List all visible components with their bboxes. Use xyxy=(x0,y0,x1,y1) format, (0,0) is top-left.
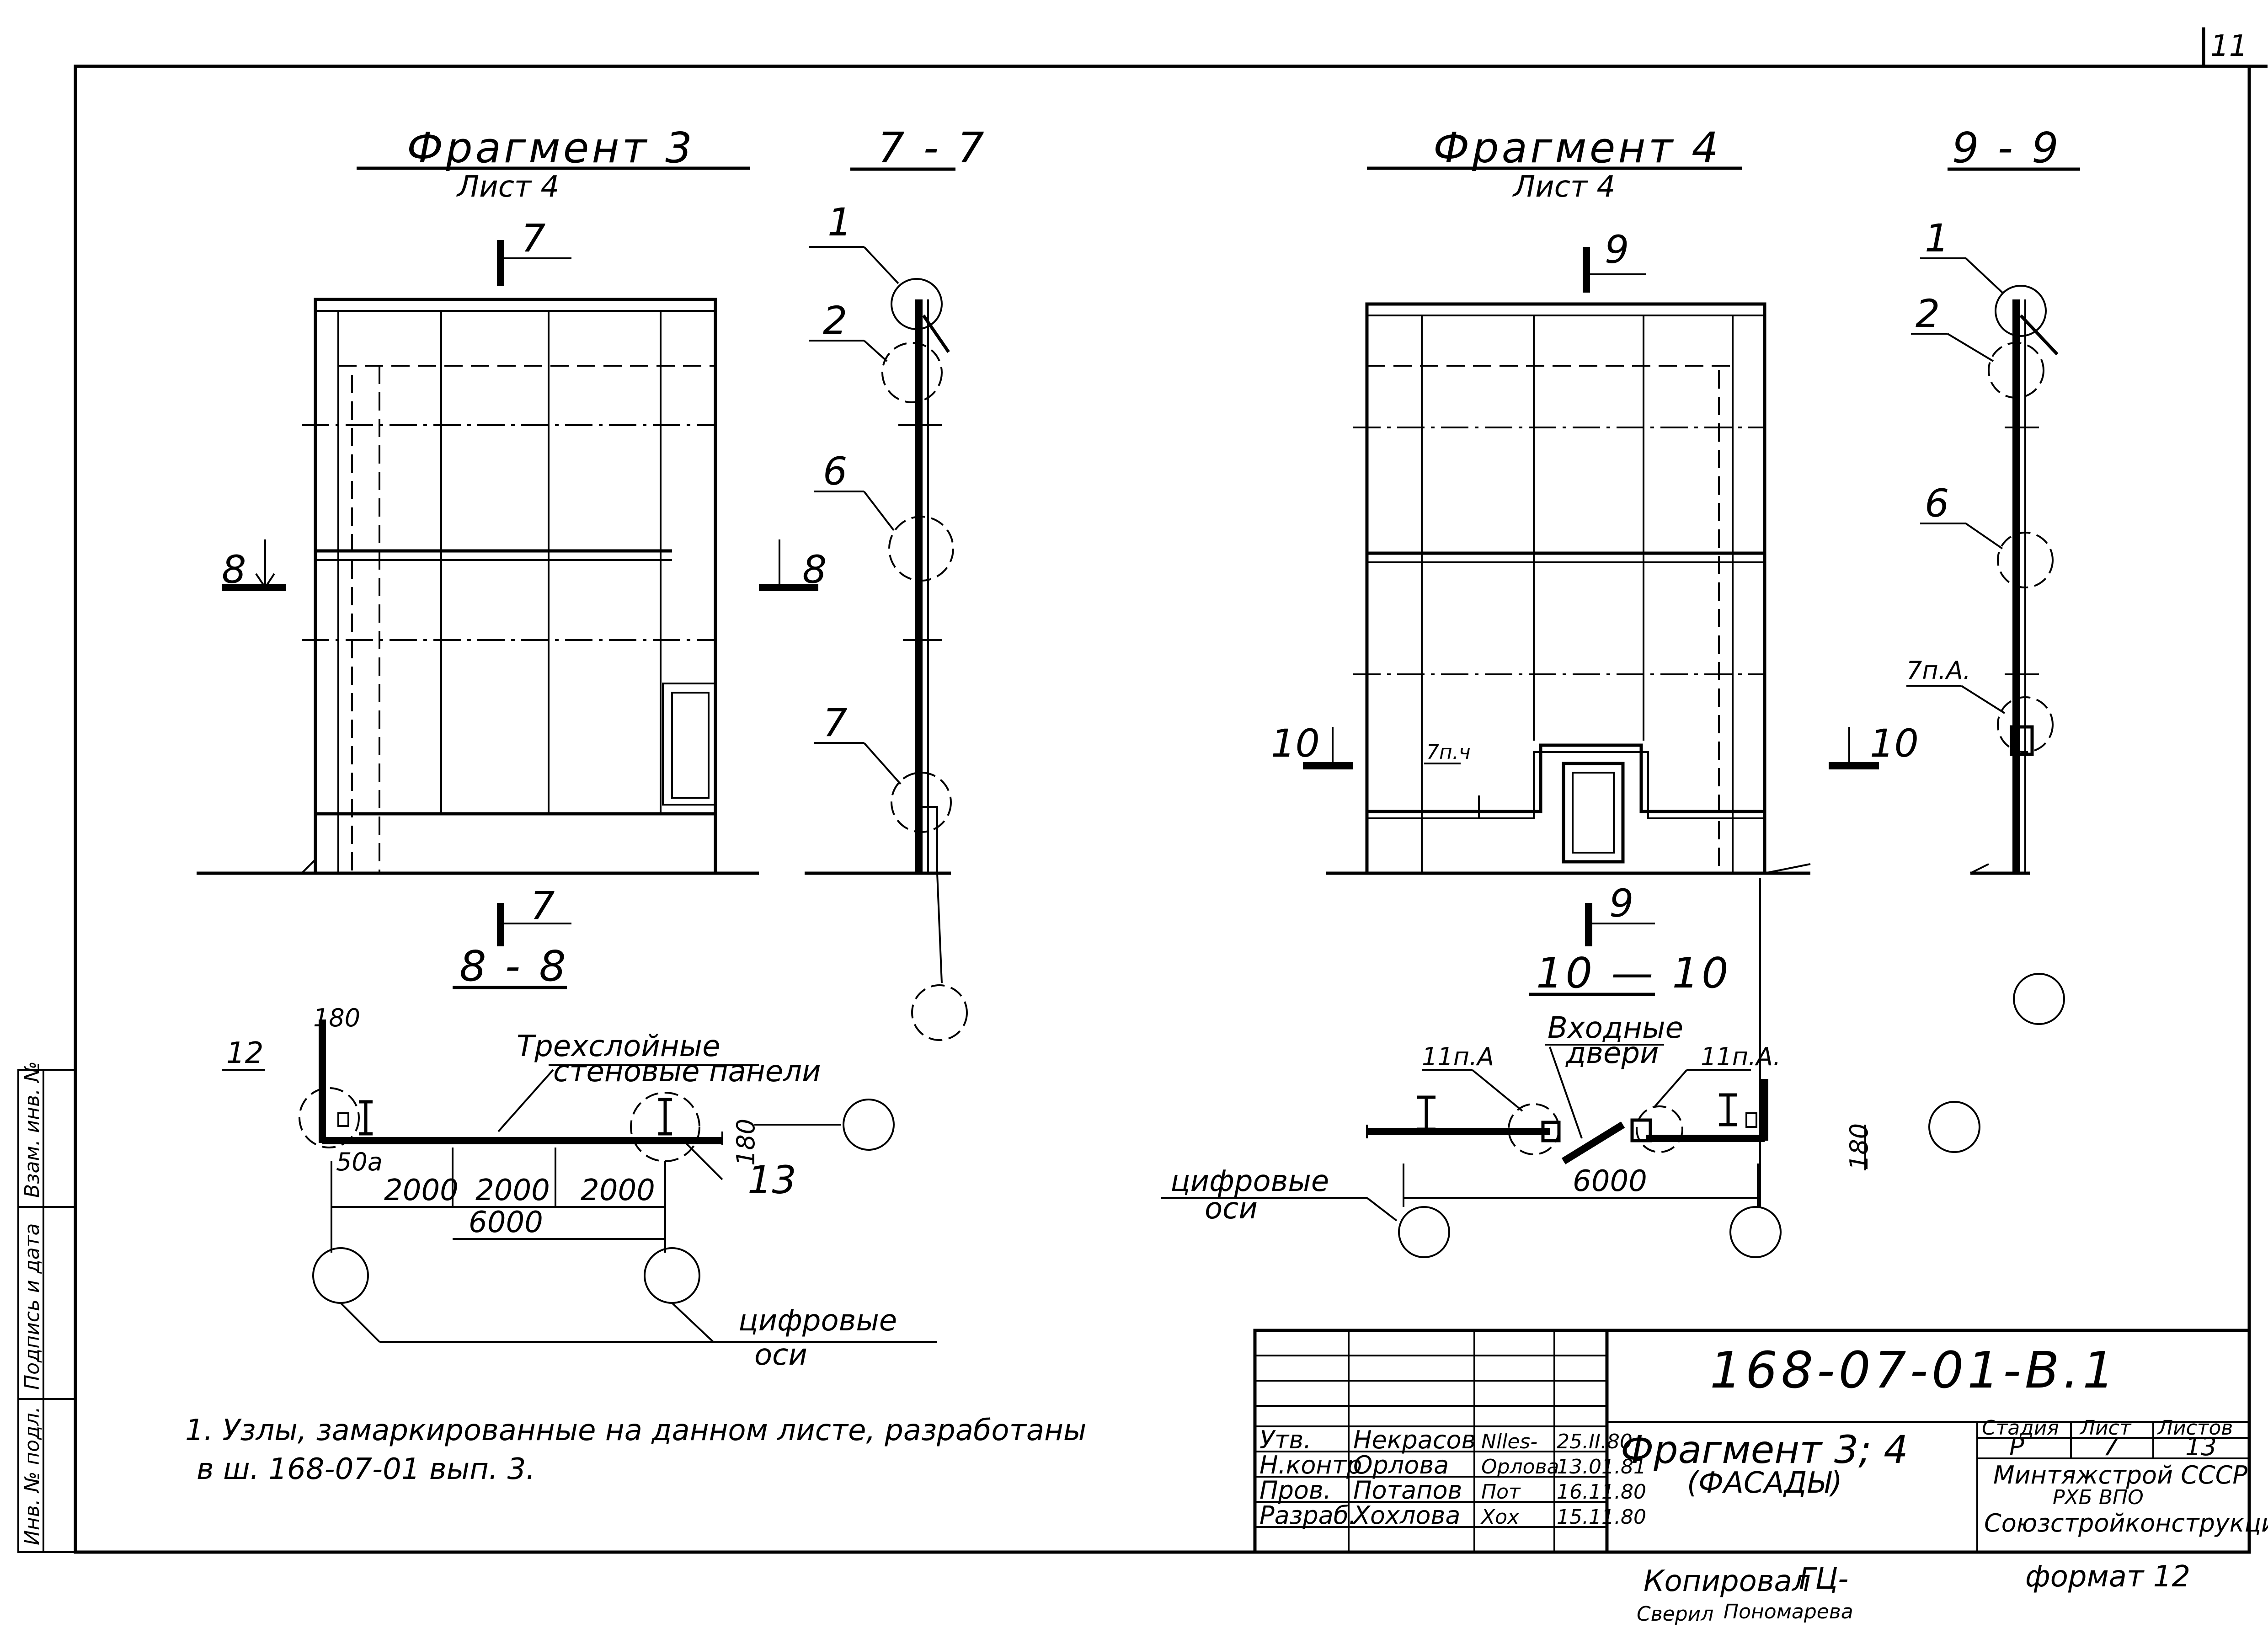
fragment4-axes-note-1: цифровые xyxy=(1170,1164,1329,1198)
fragment3-subtitle: Лист 4 xyxy=(456,170,559,204)
fragment3-axes-note-1: цифровые xyxy=(738,1304,897,1338)
title-block-drawing-title-1: Фрагмент 3; 4 xyxy=(1621,1427,1908,1472)
fragment4-callout-7pa: 7п.А. xyxy=(1906,656,1971,685)
fragment3-dim-50a: 50а xyxy=(336,1148,383,1176)
signer-date-1: 25.II.80 xyxy=(1557,1430,1633,1453)
fragment4-side-right: 10 xyxy=(1870,721,1919,766)
fragment4-facade: 7п.ч xyxy=(1326,302,1811,875)
fragment3-dim-180-top: 180 xyxy=(313,1003,360,1032)
fragment4-facade-note: 7п.ч xyxy=(1426,741,1471,764)
title-block-stage: Р xyxy=(2009,1432,2024,1461)
fragment4-plan-label: 10 — 10 xyxy=(1536,949,1731,998)
signer-name-2: Орлова xyxy=(1353,1451,1449,1479)
fragment3-dim-6000: 6000 xyxy=(469,1206,543,1239)
title-block-sheet: 7 xyxy=(2103,1432,2119,1461)
title-block-sheets-header: Листов xyxy=(2157,1416,2233,1440)
sheet-number: 11 xyxy=(2210,29,2247,63)
title-block-stage-header: Стадия xyxy=(1982,1416,2059,1440)
fragment3-facade xyxy=(197,298,759,875)
fragment4-section-view: 1 2 6 7п.А. xyxy=(1906,216,2065,1025)
signer-name-1: Некрасов xyxy=(1353,1425,1476,1454)
signer-sign-1: Nlles- xyxy=(1481,1430,1537,1453)
title-block: 168-07-01-В.1 Фрагмент 3; 4 (ФАСАДЫ) Ста… xyxy=(1253,1329,2268,1554)
fragment3-dim-2000-2: 2000 xyxy=(475,1174,550,1207)
sheet-frame xyxy=(74,64,2251,1554)
fragment4-cut-top: 9 xyxy=(1605,227,1629,272)
signer-date-4: 15.11.80 xyxy=(1557,1505,1646,1529)
signer-date-3: 16.11.80 xyxy=(1557,1480,1646,1504)
fragment4-cut-bottom: 9 xyxy=(1609,881,1633,926)
fragment4-node-left: 11п.А xyxy=(1422,1042,1494,1071)
title-block-sheets: 13 xyxy=(2185,1432,2217,1461)
fragment3-axis-12: 12 xyxy=(226,1036,263,1070)
fragment3-callout-7: 7 xyxy=(823,700,847,745)
fragment3-plan-label: 8 - 8 xyxy=(459,942,569,991)
side-stamp-inv: Инв. № подл. xyxy=(21,1406,44,1545)
fragment3-cut-bottom: 7 xyxy=(530,883,555,928)
fragment4-callout-1: 1 xyxy=(1925,216,1949,261)
title-block-org-1: Минтяжстрой СССР xyxy=(1993,1461,2247,1489)
fragment3-panels-note-2: стеновые панели xyxy=(553,1055,821,1089)
fragment4-doors-note-1: Входные xyxy=(1548,1011,1683,1045)
signer-date-2: 13.01.81 xyxy=(1557,1455,1646,1479)
copy-stamp-sign: ГЦ- xyxy=(1799,1562,1848,1596)
fragment4-side-left: 10 xyxy=(1271,721,1320,766)
fragment3-title: Фрагмент 3 xyxy=(407,123,695,172)
fragment-3: Фрагмент 3 Лист 4 7 7 xyxy=(197,123,987,1372)
fragment3-callout-2: 2 xyxy=(823,298,847,343)
signer-role-3: Пров. xyxy=(1259,1476,1331,1505)
fragment4-dim-180: 180 xyxy=(1845,1123,1873,1170)
note-line-1: 1. Узлы, замаркированные на данном листе… xyxy=(185,1414,1086,1447)
note-line-2: в ш. 168-07-01 вып. 3. xyxy=(197,1452,535,1486)
signer-role-2: Н.контр xyxy=(1259,1451,1362,1479)
side-stamp-sign: Подпись и дата xyxy=(21,1223,44,1390)
title-block-code: 168-07-01-В.1 xyxy=(1710,1341,2118,1399)
fragment4-section-label: 9 - 9 xyxy=(1952,123,2061,172)
fragment3-axis-13: 13 xyxy=(747,1158,796,1202)
fragment-4: Фрагмент 4 Лист 4 9 9 xyxy=(1161,123,2080,1258)
fragment4-callout-2: 2 xyxy=(1916,291,1940,336)
copy-stamp-format: формат 12 xyxy=(2025,1560,2190,1594)
signer-role-1: Утв. xyxy=(1259,1425,1311,1454)
title-block-sheet-header: Лист xyxy=(2079,1416,2132,1440)
fragment4-dim-6000: 6000 xyxy=(1573,1164,1647,1198)
fragment4-title: Фрагмент 4 xyxy=(1433,123,1721,172)
copy-stamp-copied: Копировал xyxy=(1644,1564,1811,1598)
fragment4-subtitle: Лист 4 xyxy=(1512,170,1615,204)
fragment3-dim-2000-3: 2000 xyxy=(581,1174,655,1207)
signer-name-3: Потапов xyxy=(1353,1476,1462,1505)
fragment3-plan: 12 180 Трехслойные стеновые панели 50а xyxy=(222,1003,937,1372)
signer-sign-2: Орлова xyxy=(1481,1455,1559,1479)
fragment3-axes-note-2: оси xyxy=(754,1338,807,1372)
title-block-org-3: Союзстройконструкция xyxy=(1984,1509,2268,1537)
side-stamp-replace: Взам. инв. № xyxy=(21,1061,44,1198)
fragment4-plan: Входные двери 11п.А 11п.А. xyxy=(1161,878,1980,1258)
fragment4-callout-6: 6 xyxy=(1925,481,1949,526)
copy-stamp-checked: Сверил xyxy=(1637,1602,1713,1626)
signer-sign-3: Пот xyxy=(1481,1480,1521,1504)
copy-stamp-checker: Пономарева xyxy=(1724,1600,1853,1623)
fragment3-callout-6: 6 xyxy=(823,449,847,494)
fragment3-dim-180-right: 180 xyxy=(731,1119,760,1166)
fragment3-panels-note-1: Трехслойные xyxy=(517,1030,720,1063)
signer-name-4: Хохлова xyxy=(1352,1501,1460,1530)
signer-role-4: Разраб. xyxy=(1259,1501,1356,1530)
signer-sign-4: Хох xyxy=(1480,1505,1520,1529)
fragment4-node-right: 11п.А. xyxy=(1701,1042,1781,1071)
fragment4-doors-note-2: двери xyxy=(1565,1036,1659,1070)
fragment3-section-view: 1 2 6 7 xyxy=(805,200,968,1041)
title-block-drawing-title-2: (ФАСАДЫ) xyxy=(1687,1466,1842,1500)
fragment3-dim-2000-1: 2000 xyxy=(384,1174,459,1207)
title-block-org-2: РХБ ВПО xyxy=(2053,1486,2144,1509)
fragment3-callout-1: 1 xyxy=(827,200,852,245)
side-stamp: Инв. № подл. Подпись и дата Взам. инв. № xyxy=(17,1061,76,1553)
fragment3-section-label: 7 - 7 xyxy=(878,123,987,172)
fragment3-side-right: 8 xyxy=(802,547,827,592)
fragment3-cut-top: 7 xyxy=(521,216,545,261)
